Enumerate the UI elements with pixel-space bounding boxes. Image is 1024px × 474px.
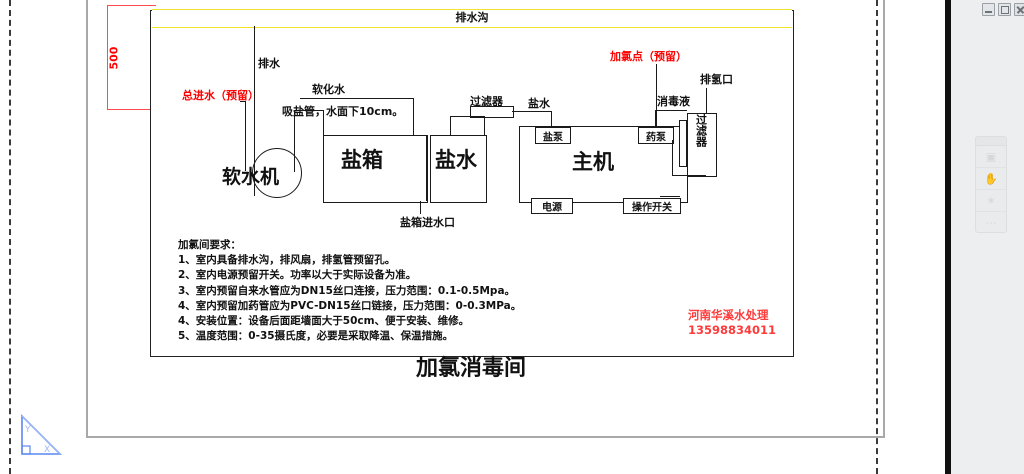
hydrogen-vent-label: 排氢口 (700, 73, 733, 86)
guide-line-left (9, 0, 11, 474)
filter-right-return-line (660, 196, 680, 197)
softened-water-line-v (413, 98, 414, 136)
filter-top-label: 过滤器 (470, 95, 503, 108)
disinfectant-label: 消毒液 (657, 95, 690, 108)
disinfectant-line-h (655, 110, 687, 111)
salt-water-tank: 盐水 (430, 135, 487, 203)
note-line: 5、温度范围：0-35摄氏度，必要是采取降温、保温措施。 (178, 330, 454, 343)
salt-water-tank-label: 盐水 (435, 148, 477, 172)
ucs-axis-icon: Y X (21, 414, 62, 455)
dimension-500-label: 500 (107, 46, 121, 70)
minimize-icon[interactable] (982, 3, 995, 16)
brine-line-h (512, 111, 552, 112)
chlorine-point-leader (656, 64, 657, 127)
close-icon[interactable] (1014, 3, 1024, 16)
filter-right-feed-line (672, 140, 673, 176)
drain-pipe-line (254, 26, 255, 196)
company-name: 河南华溪水处理 (688, 308, 769, 322)
salt-box-label: 盐箱 (341, 148, 383, 172)
main-inlet-leader-h (240, 101, 246, 102)
soft-water-machine-symbol (252, 148, 302, 198)
note-line: 2、室内电源预留开关。功率以大于实际设备为准。 (178, 269, 417, 282)
filter-top-left-line (450, 116, 485, 117)
cad-drawing-canvas[interactable]: 500 排水沟 排水 总进水（预留） 软水机 软化水 吸盐管，水面下10cm。 … (0, 0, 945, 474)
notes-heading: 加氯间要求： (178, 239, 241, 251)
orbit-glyph: ✶ (986, 194, 996, 207)
company-stamp: 河南华溪水处理 13598834011 (688, 308, 776, 338)
salt-box-inlet-label: 盐箱进水口 (400, 216, 455, 229)
restore-icon[interactable] (998, 3, 1011, 16)
note-line: 4、安装位置：设备后面距墙面大于50cm、便于安装、维修。 (178, 315, 470, 328)
brine-label: 盐水 (528, 97, 550, 110)
chem-pump-label: 药泵 (646, 132, 666, 143)
filter-top-down-line (484, 116, 485, 136)
filter-right-inner-tube (679, 120, 687, 167)
brine-suction-pipe-v2 (323, 110, 324, 136)
salt-box: 盐箱 (323, 135, 428, 203)
operation-switch-label: 操作开关 (632, 202, 672, 214)
salt-pump-box: 盐泵 (535, 127, 571, 144)
power-label: 电源 (542, 202, 562, 214)
note-line: 3、室内预留自来水管应为DN15丝口连接，压力范围：0.1-0.5Mpa。 (178, 284, 516, 297)
filter-right-bottom-line (672, 175, 706, 176)
navigation-bar[interactable]: ▣ ✋ ✶ ⋯ (975, 145, 1007, 233)
operation-switch-box: 操作开关 (623, 198, 681, 214)
company-phone: 13598834011 (688, 323, 777, 337)
drain-label: 排水 (258, 57, 280, 70)
note-line: 4、室内预留加药管应为PVC-DN15丝口链接，压力范围：0-0.3MPa。 (178, 299, 522, 312)
salt-pump-label: 盐泵 (543, 132, 563, 143)
window-controls (982, 3, 1024, 16)
soft-water-machine-label: 软水机 (222, 166, 280, 188)
dimension-500: 500 (107, 5, 156, 110)
salt-box-inlet-leader (420, 201, 421, 214)
brine-line-v (551, 111, 552, 129)
power-box: 电源 (531, 198, 573, 214)
orbit-icon[interactable]: ✶ (976, 190, 1006, 212)
softened-water-label: 软化水 (312, 83, 345, 96)
salt-box-divider (426, 135, 427, 201)
drawing-title: 加氯消毒间 (415, 356, 526, 381)
drainage-ditch: 排水沟 (152, 9, 792, 28)
more-tools-glyph: ⋯ (985, 216, 997, 229)
chem-pump-box: 药泵 (638, 127, 674, 144)
svg-text:X: X (44, 445, 50, 455)
requirements-notes: 加氯间要求： 1、室内具备排水沟，排风扇，排氢管预留孔。 2、室内电源预留开关。… (178, 238, 778, 344)
disinfectant-line-v (655, 110, 656, 128)
right-dock-panel: ▣ ✋ ✶ ⋯ (945, 0, 1024, 474)
main-inlet-label: 总进水（预留） (182, 89, 259, 102)
filter-top-left-drop (450, 116, 451, 136)
softened-water-line-h (300, 98, 414, 99)
brine-suction-pipe-v (294, 110, 295, 172)
viewcube-glyph: ▣ (985, 150, 997, 163)
main-inlet-leader-v (245, 101, 246, 171)
filter-right-label: 过滤器 (694, 114, 708, 147)
guide-line-right (876, 0, 878, 474)
pan-hand-glyph: ✋ (984, 172, 998, 185)
pan-hand-icon[interactable]: ✋ (976, 168, 1006, 190)
svg-text:Y: Y (24, 425, 31, 435)
paper-sheet-border (86, 0, 885, 438)
more-tools-icon[interactable]: ⋯ (976, 212, 1006, 233)
note-line: 1、室内具备排水沟，排风扇，排氢管预留孔。 (178, 254, 396, 267)
drainage-ditch-label: 排水沟 (455, 11, 489, 24)
filter-right-box (687, 113, 717, 177)
main-machine-label: 主机 (572, 150, 614, 174)
chlorine-point-label: 加氯点（预留） (610, 50, 687, 63)
brine-pipe-note: 吸盐管，水面下10cm。 (282, 105, 404, 118)
filter-top-box (470, 106, 514, 118)
viewcube-icon[interactable]: ▣ (976, 146, 1006, 168)
brine-suction-pipe-h (294, 110, 324, 111)
